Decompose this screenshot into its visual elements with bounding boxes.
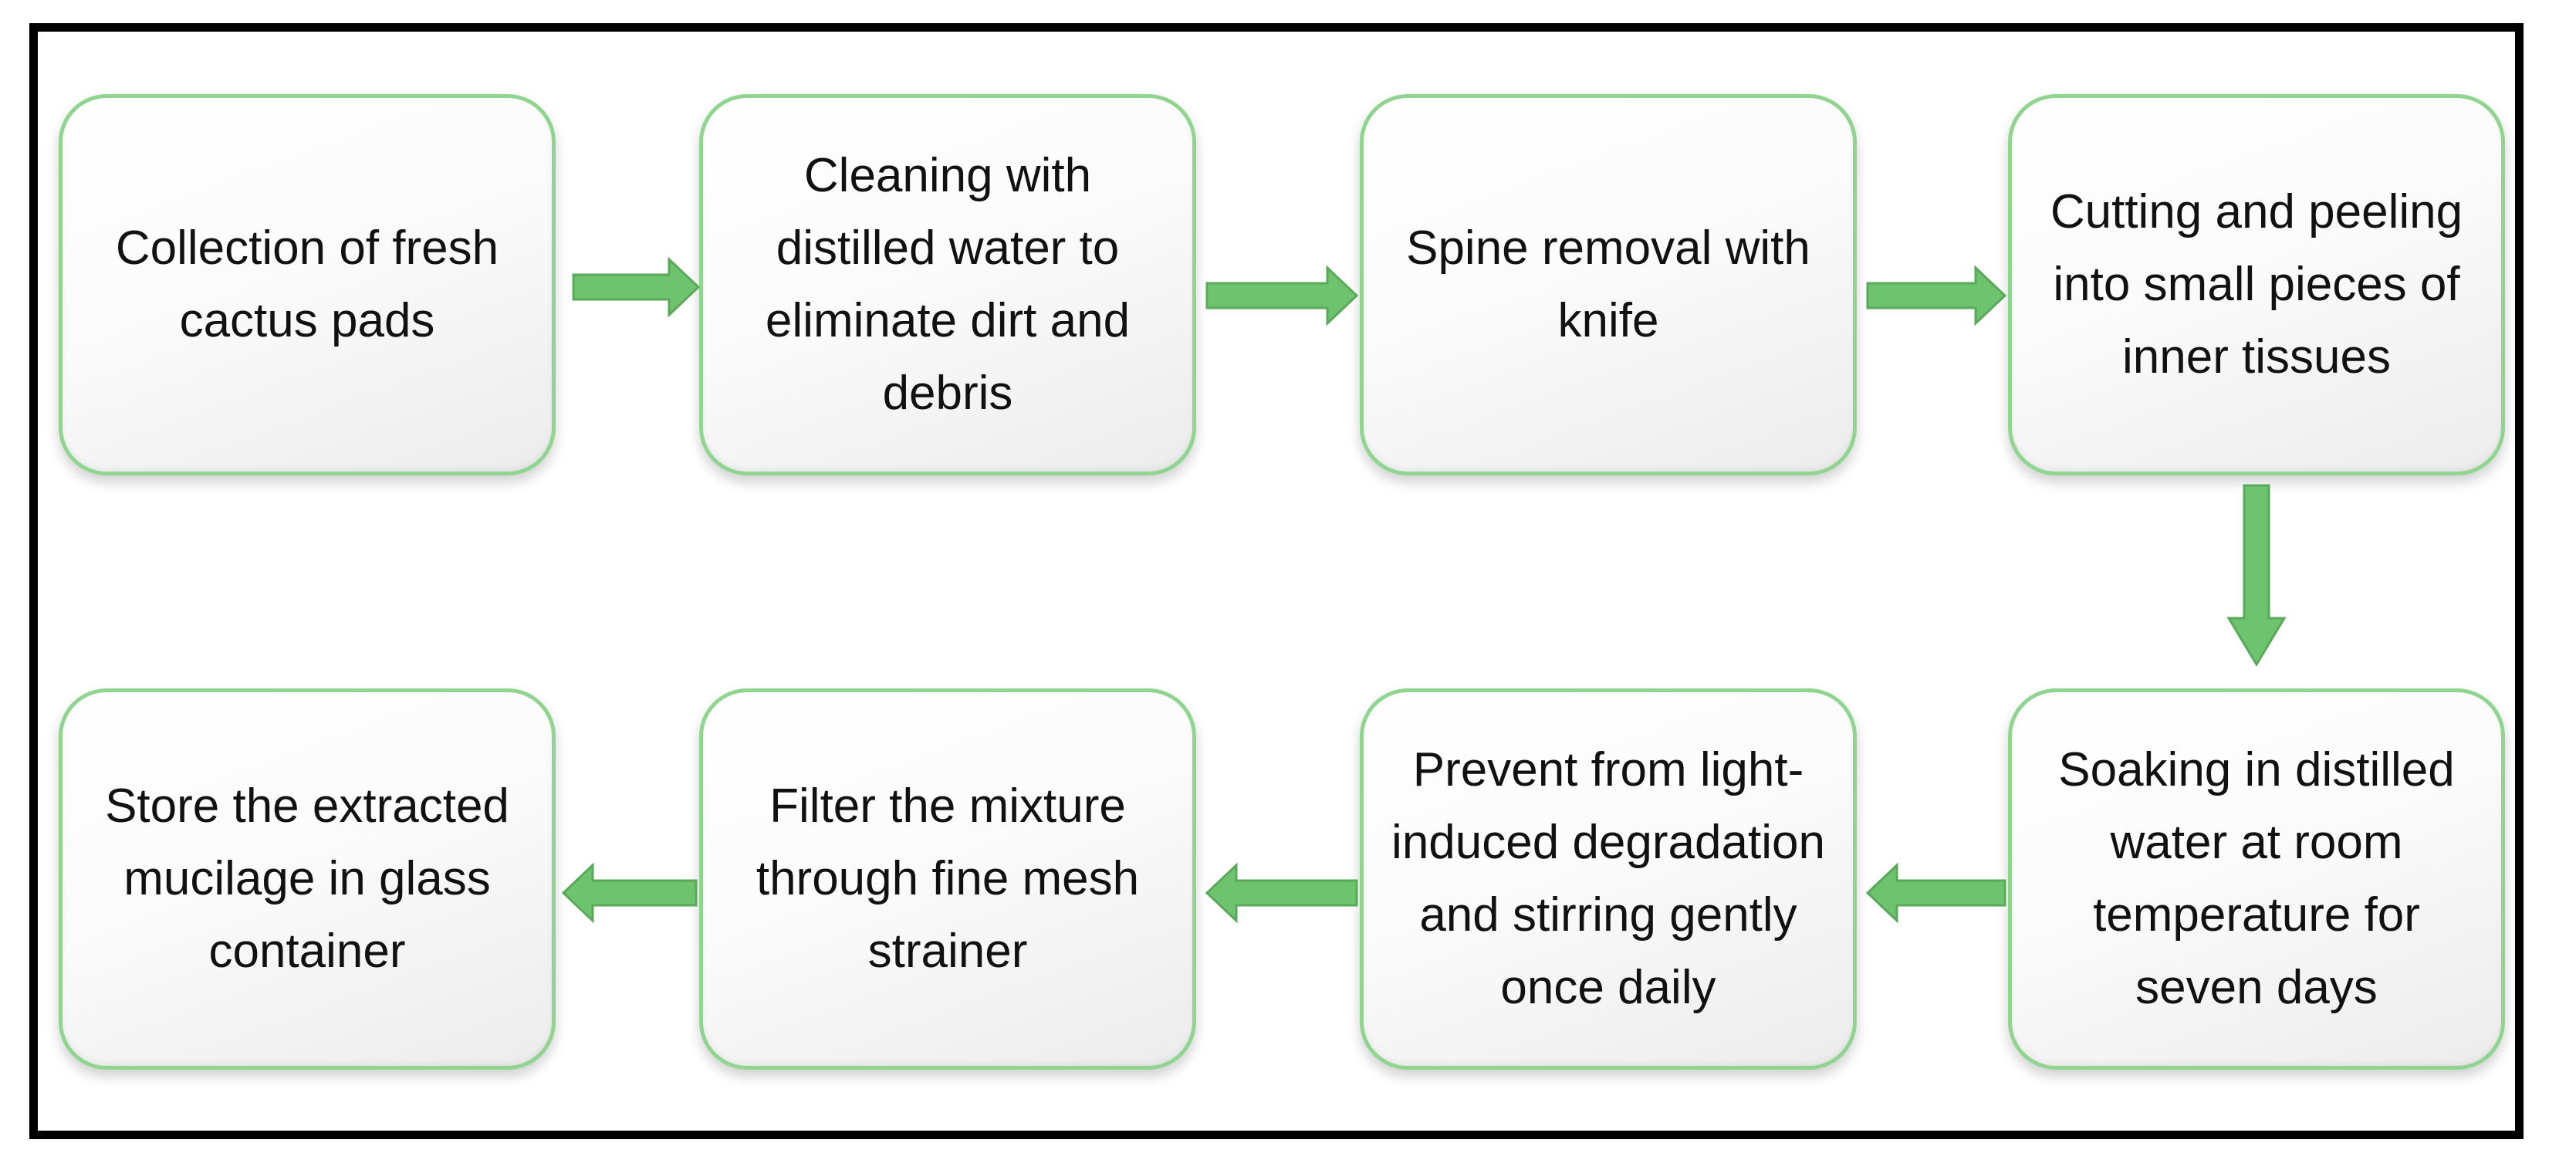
step-7-text: Filter the mixture through fine mesh str… [756,779,1140,979]
arrow-down-4-to-5 [2226,484,2287,667]
step-1-collection: Collection of fresh cactus pads [59,94,556,475]
step-8-store: Store the extracted mucilage in glass co… [59,688,556,1070]
step-8-text: Store the extracted mucilage in glass co… [105,779,509,979]
step-2-cleaning: Cleaning with distilled water to elimina… [699,94,1196,475]
step-6-text: Prevent from light-induced degradation a… [1391,742,1825,1015]
step-2-text: Cleaning with distilled water to elimina… [765,148,1131,421]
arrow-right-2-to-3 [1205,265,1359,326]
step-5-text: Soaking in distilled water at room tempe… [2058,742,2455,1015]
arrow-left-7-to-8 [561,862,698,924]
step-3-spine-removal: Spine removal with knife [1360,94,1857,475]
step-3-text: Spine removal with knife [1406,221,1810,347]
step-5-soaking: Soaking in distilled water at room tempe… [2008,688,2505,1070]
step-1-text: Collection of fresh cactus pads [115,221,499,347]
arrow-right-3-to-4 [1866,265,2007,326]
arrow-right-1-to-2 [572,256,701,318]
step-4-cutting-peeling: Cutting and peeling into small pieces of… [2008,94,2505,475]
step-6-prevent-degradation: Prevent from light-induced degradation a… [1360,688,1857,1070]
arrow-left-6-to-7 [1205,862,1358,924]
step-4-text: Cutting and peeling into small pieces of… [2050,184,2463,384]
step-7-filter: Filter the mixture through fine mesh str… [699,688,1196,1070]
arrow-left-5-to-6 [1865,862,2006,924]
diagram-frame: Collection of fresh cactus pads Cleaning… [29,23,2524,1139]
